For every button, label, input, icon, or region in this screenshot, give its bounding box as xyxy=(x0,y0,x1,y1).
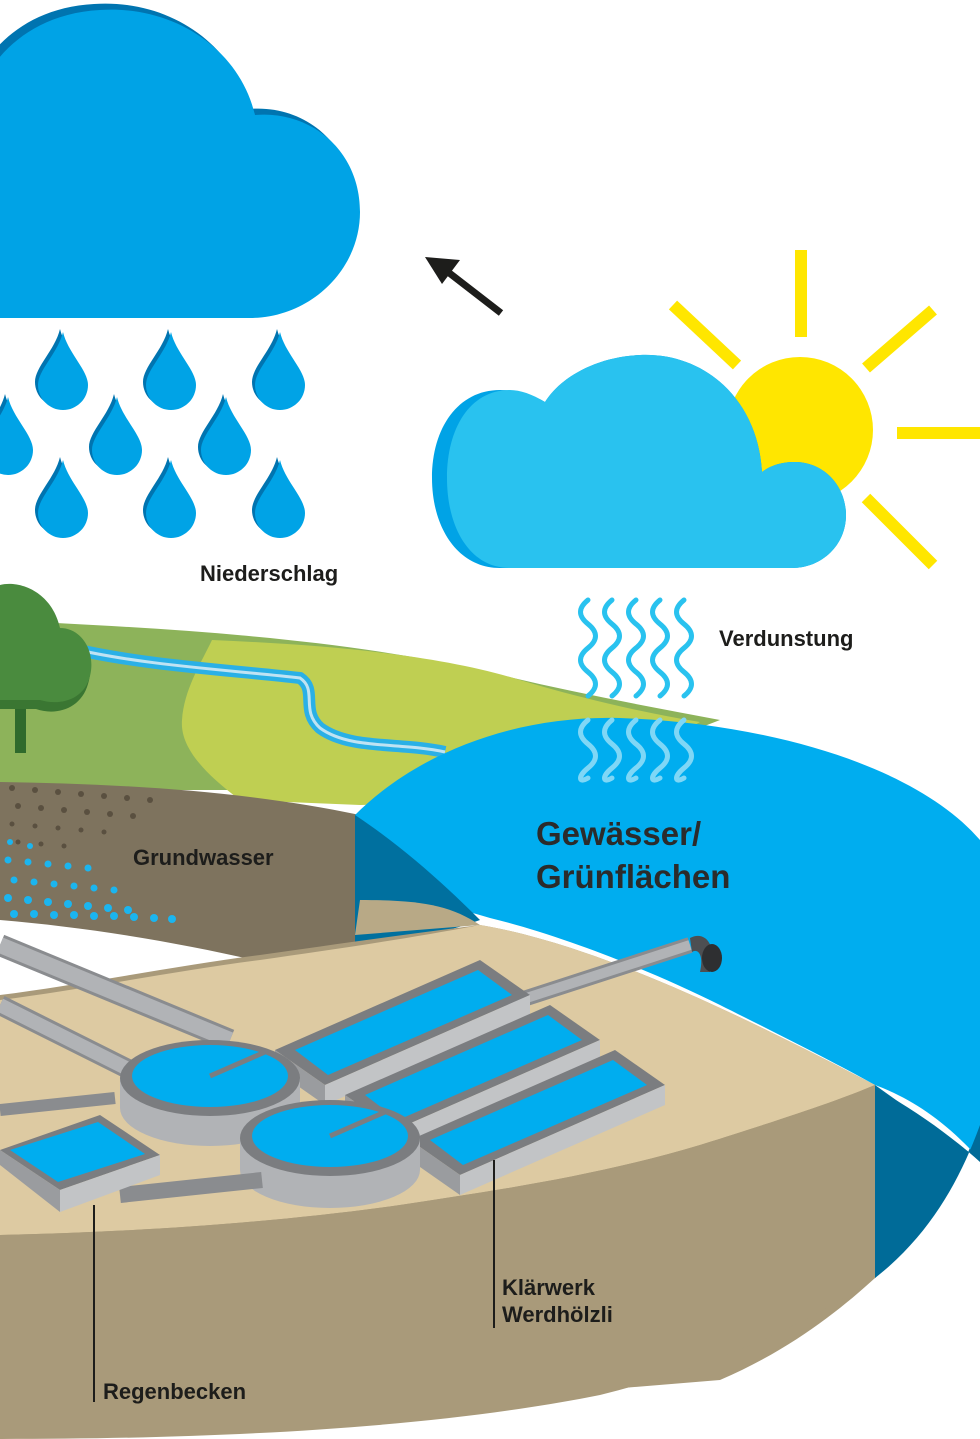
soil-layer xyxy=(0,782,360,988)
rain-cloud-icon xyxy=(0,3,360,318)
precipitation-label: Niederschlag xyxy=(200,561,339,586)
rain-basin-label: Regenbecken xyxy=(103,1379,247,1404)
treatment-plant-label-line1: Klärwerk xyxy=(502,1275,595,1300)
arrow-icon xyxy=(425,257,504,316)
evaporation-cloud-icon xyxy=(432,354,846,568)
water-body xyxy=(355,717,980,1278)
treatment-plant-label-line2: Werdhölzli xyxy=(502,1302,613,1327)
waters-label-line2: Grünflächen xyxy=(536,858,731,895)
treatment-plant xyxy=(0,934,722,1212)
sun-icon xyxy=(668,250,980,570)
evaporation-label: Verdunstung xyxy=(719,626,854,651)
steam-icon xyxy=(578,597,694,699)
raindrop-icon xyxy=(0,329,305,538)
tree-icon xyxy=(0,583,92,753)
steam-icon xyxy=(578,717,694,783)
waters-label-line1: Gewässer/ xyxy=(536,815,702,852)
groundwater-label: Grundwasser xyxy=(133,845,274,870)
leader-lines xyxy=(93,1160,495,1402)
